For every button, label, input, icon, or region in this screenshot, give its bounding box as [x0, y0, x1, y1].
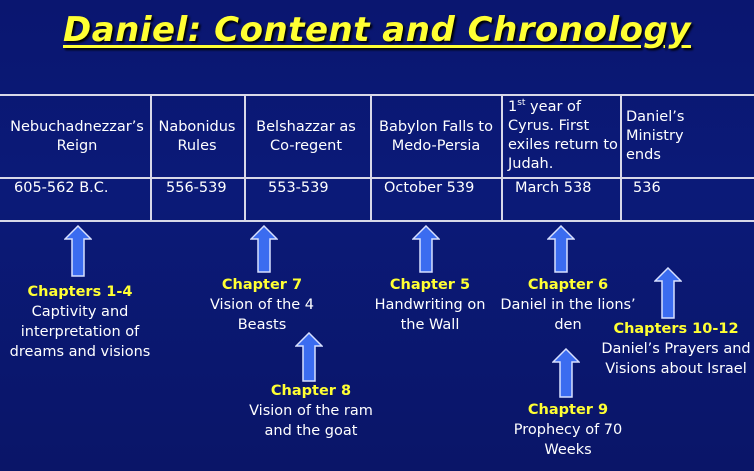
- chapter-heading: Chapters 10-12: [613, 321, 739, 337]
- up-arrow-icon: [654, 267, 682, 319]
- event-nabonidus: Nabonidus Rules: [158, 118, 236, 154]
- chapter-label-5: Chapter 5 Handwriting on the Wall: [366, 275, 494, 335]
- chapter-heading: Chapters 1-4: [27, 284, 133, 300]
- chapter-label-7: Chapter 7 Vision of the 4 Beasts: [200, 275, 324, 335]
- date-nabonidus: 556-539: [166, 180, 227, 196]
- slide-title: Daniel: Content and Chronology: [63, 10, 691, 50]
- up-arrow-icon: [295, 332, 323, 382]
- date-belshazzar: 553-539: [268, 180, 329, 196]
- chapter-heading: Chapter 9: [527, 402, 609, 418]
- date-babylon-falls: October 539: [384, 180, 475, 196]
- chapter-description: Vision of the ram and the goat: [249, 403, 373, 439]
- event-belshazzar: Belshazzar as Co-regent: [256, 118, 356, 154]
- event-babylon-falls: Babylon Falls to Medo-Persia: [379, 118, 493, 154]
- event-cyrus: 1st year of Cyrus. First exiles return t…: [508, 98, 618, 172]
- event-nebuchadnezzar: Nebuchadnezzar’s Reign: [10, 118, 144, 154]
- event-ministry-ends: Daniel’s Ministry ends: [626, 109, 685, 163]
- column-divider: [370, 96, 372, 220]
- chapter-label-8: Chapter 8 Vision of the ram and the goat: [236, 381, 386, 441]
- column-divider: [620, 96, 622, 220]
- date-nebuchadnezzar: 605-562 B.C.: [14, 180, 109, 196]
- up-arrow-icon: [412, 225, 440, 273]
- chapter-heading: Chapter 7: [221, 277, 303, 293]
- chapter-description: Daniel’s Prayers and Visions about Israe…: [601, 341, 751, 377]
- date-cyrus: March 538: [515, 180, 592, 196]
- up-arrow-icon: [250, 225, 278, 273]
- chapter-heading: Chapter 5: [389, 277, 471, 293]
- timeline-table: Nebuchadnezzar’s Reign Nabonidus Rules B…: [0, 94, 754, 222]
- chapter-description: Captivity and interpretation of dreams a…: [9, 304, 151, 360]
- chapter-heading: Chapter 8: [270, 383, 352, 399]
- column-divider: [150, 96, 152, 220]
- chapter-label-10-12: Chapters 10-12 Daniel’s Prayers and Visi…: [600, 319, 752, 379]
- column-divider: [244, 96, 246, 220]
- up-arrow-icon: [547, 225, 575, 273]
- up-arrow-icon: [64, 225, 92, 277]
- chapter-label-9: Chapter 9 Prophecy of 70 Weeks: [506, 400, 630, 460]
- chapter-description: Prophecy of 70 Weeks: [513, 422, 623, 458]
- chapter-description: Handwriting on the Wall: [374, 297, 486, 333]
- up-arrow-icon: [552, 348, 580, 398]
- date-ministry-ends: 536: [633, 180, 661, 196]
- chapter-description: Vision of the 4 Beasts: [209, 297, 315, 333]
- chapter-label-1-4: Chapters 1-4 Captivity and interpretatio…: [2, 282, 158, 362]
- column-divider: [501, 96, 503, 220]
- row-divider: [0, 177, 754, 179]
- chapter-label-6: Chapter 6 Daniel in the lions’ den: [494, 275, 642, 335]
- chapter-heading: Chapter 6: [527, 277, 609, 293]
- chapter-description: Daniel in the lions’ den: [500, 297, 636, 333]
